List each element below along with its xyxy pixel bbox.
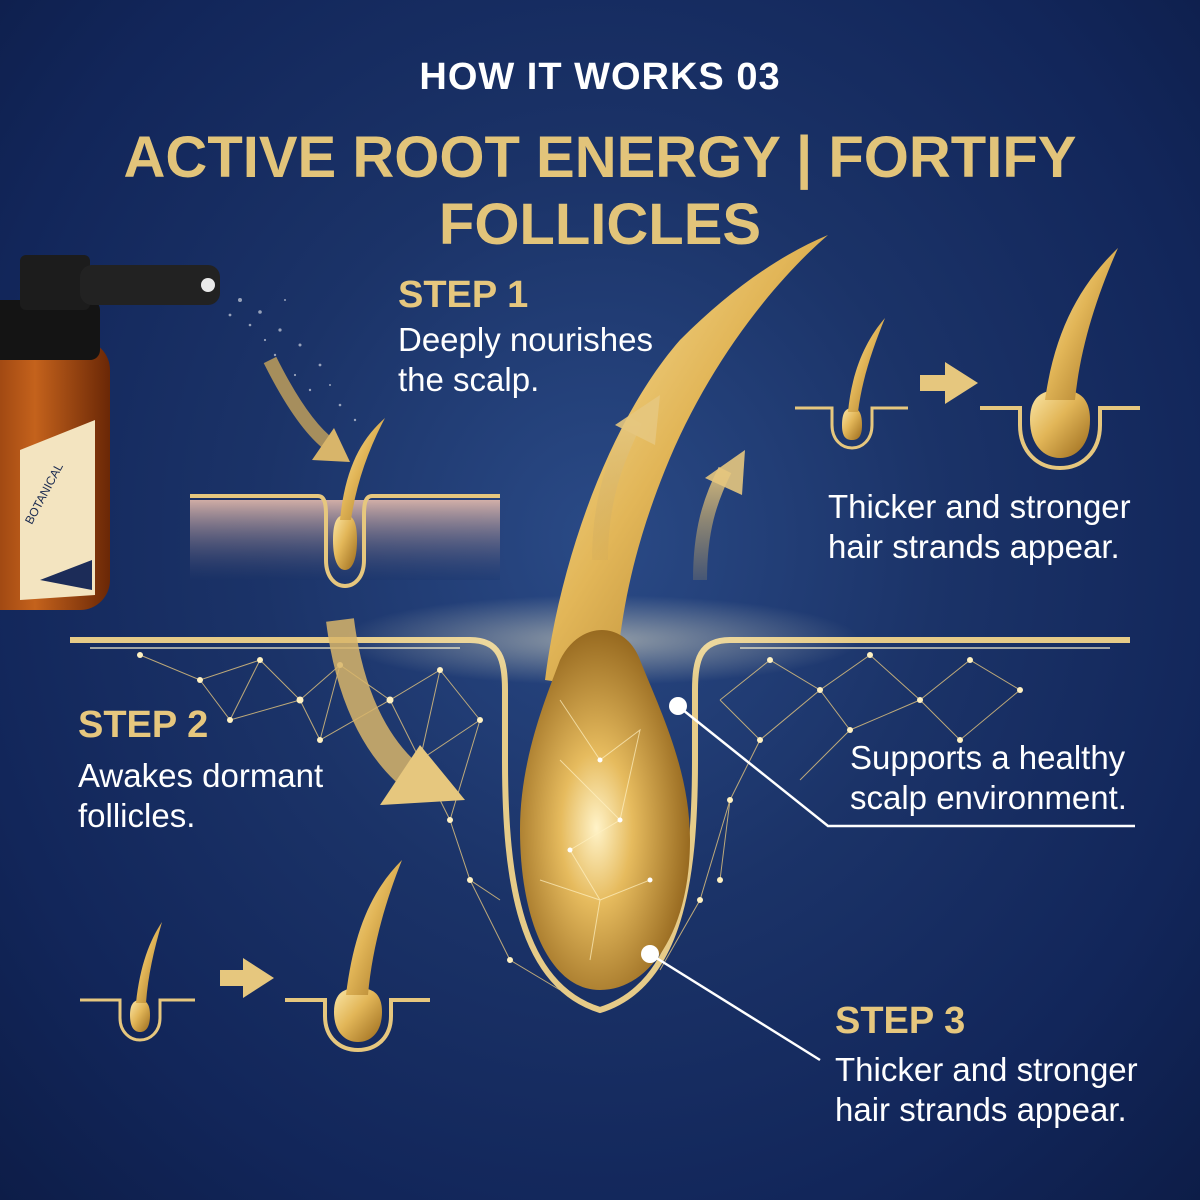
step1-description-line: the scalp. [398, 361, 540, 398]
section-kicker: HOW IT WORKS 03 [419, 56, 781, 98]
hair-follicle-icon [285, 860, 430, 1053]
scalp-caption: Supports a healthy scalp environment. [850, 738, 1127, 818]
step3-description-line: Thicker and stronger [835, 1051, 1138, 1088]
callout-pointer-step3 [641, 945, 821, 1062]
hair-follicle-icon [80, 922, 195, 1042]
page-title: ACTIVE ROOT ENERGY | FORTIFY FOLLICLES [123, 125, 1077, 257]
spray-bottle-icon [0, 255, 220, 610]
step3-description: Thicker and stronger hair strands appear… [835, 1050, 1138, 1130]
curved-arrow-icon [263, 356, 350, 462]
hair-follicle-icon [980, 248, 1140, 471]
growth-caption: Thicker and stronger hair strands appear… [828, 487, 1131, 567]
scalp-caption-line: scalp environment. [850, 779, 1127, 816]
step2-description-line: Awakes dormant [78, 757, 324, 794]
step1-description: Deeply nourishes the scalp. [398, 320, 653, 400]
hair-follicle-icon [795, 318, 908, 450]
arrow-right-icon [220, 958, 274, 998]
step3-title: STEP 3 [835, 1000, 966, 1042]
curved-arrow-icon [326, 618, 465, 805]
spray-mist [228, 298, 357, 422]
scalp-caption-line: Supports a healthy [850, 739, 1126, 776]
step1-scalp-diagram [190, 418, 500, 589]
hair-strand-icon [520, 235, 828, 990]
step3-description-line: hair strands appear. [835, 1091, 1127, 1128]
step2-description: Awakes dormant follicles. [78, 756, 323, 836]
arrow-right-icon [920, 362, 978, 404]
growth-caption-line: Thicker and stronger [828, 488, 1131, 525]
upward-arrows [592, 395, 745, 581]
callout-pointer-scalp [669, 697, 1135, 828]
step2-description-line: follicles. [78, 797, 196, 834]
growth-caption-line: hair strands appear. [828, 528, 1120, 565]
step2-title: STEP 2 [78, 704, 209, 746]
step1-title: STEP 1 [398, 274, 529, 316]
step1-description-line: Deeply nourishes [398, 321, 653, 358]
